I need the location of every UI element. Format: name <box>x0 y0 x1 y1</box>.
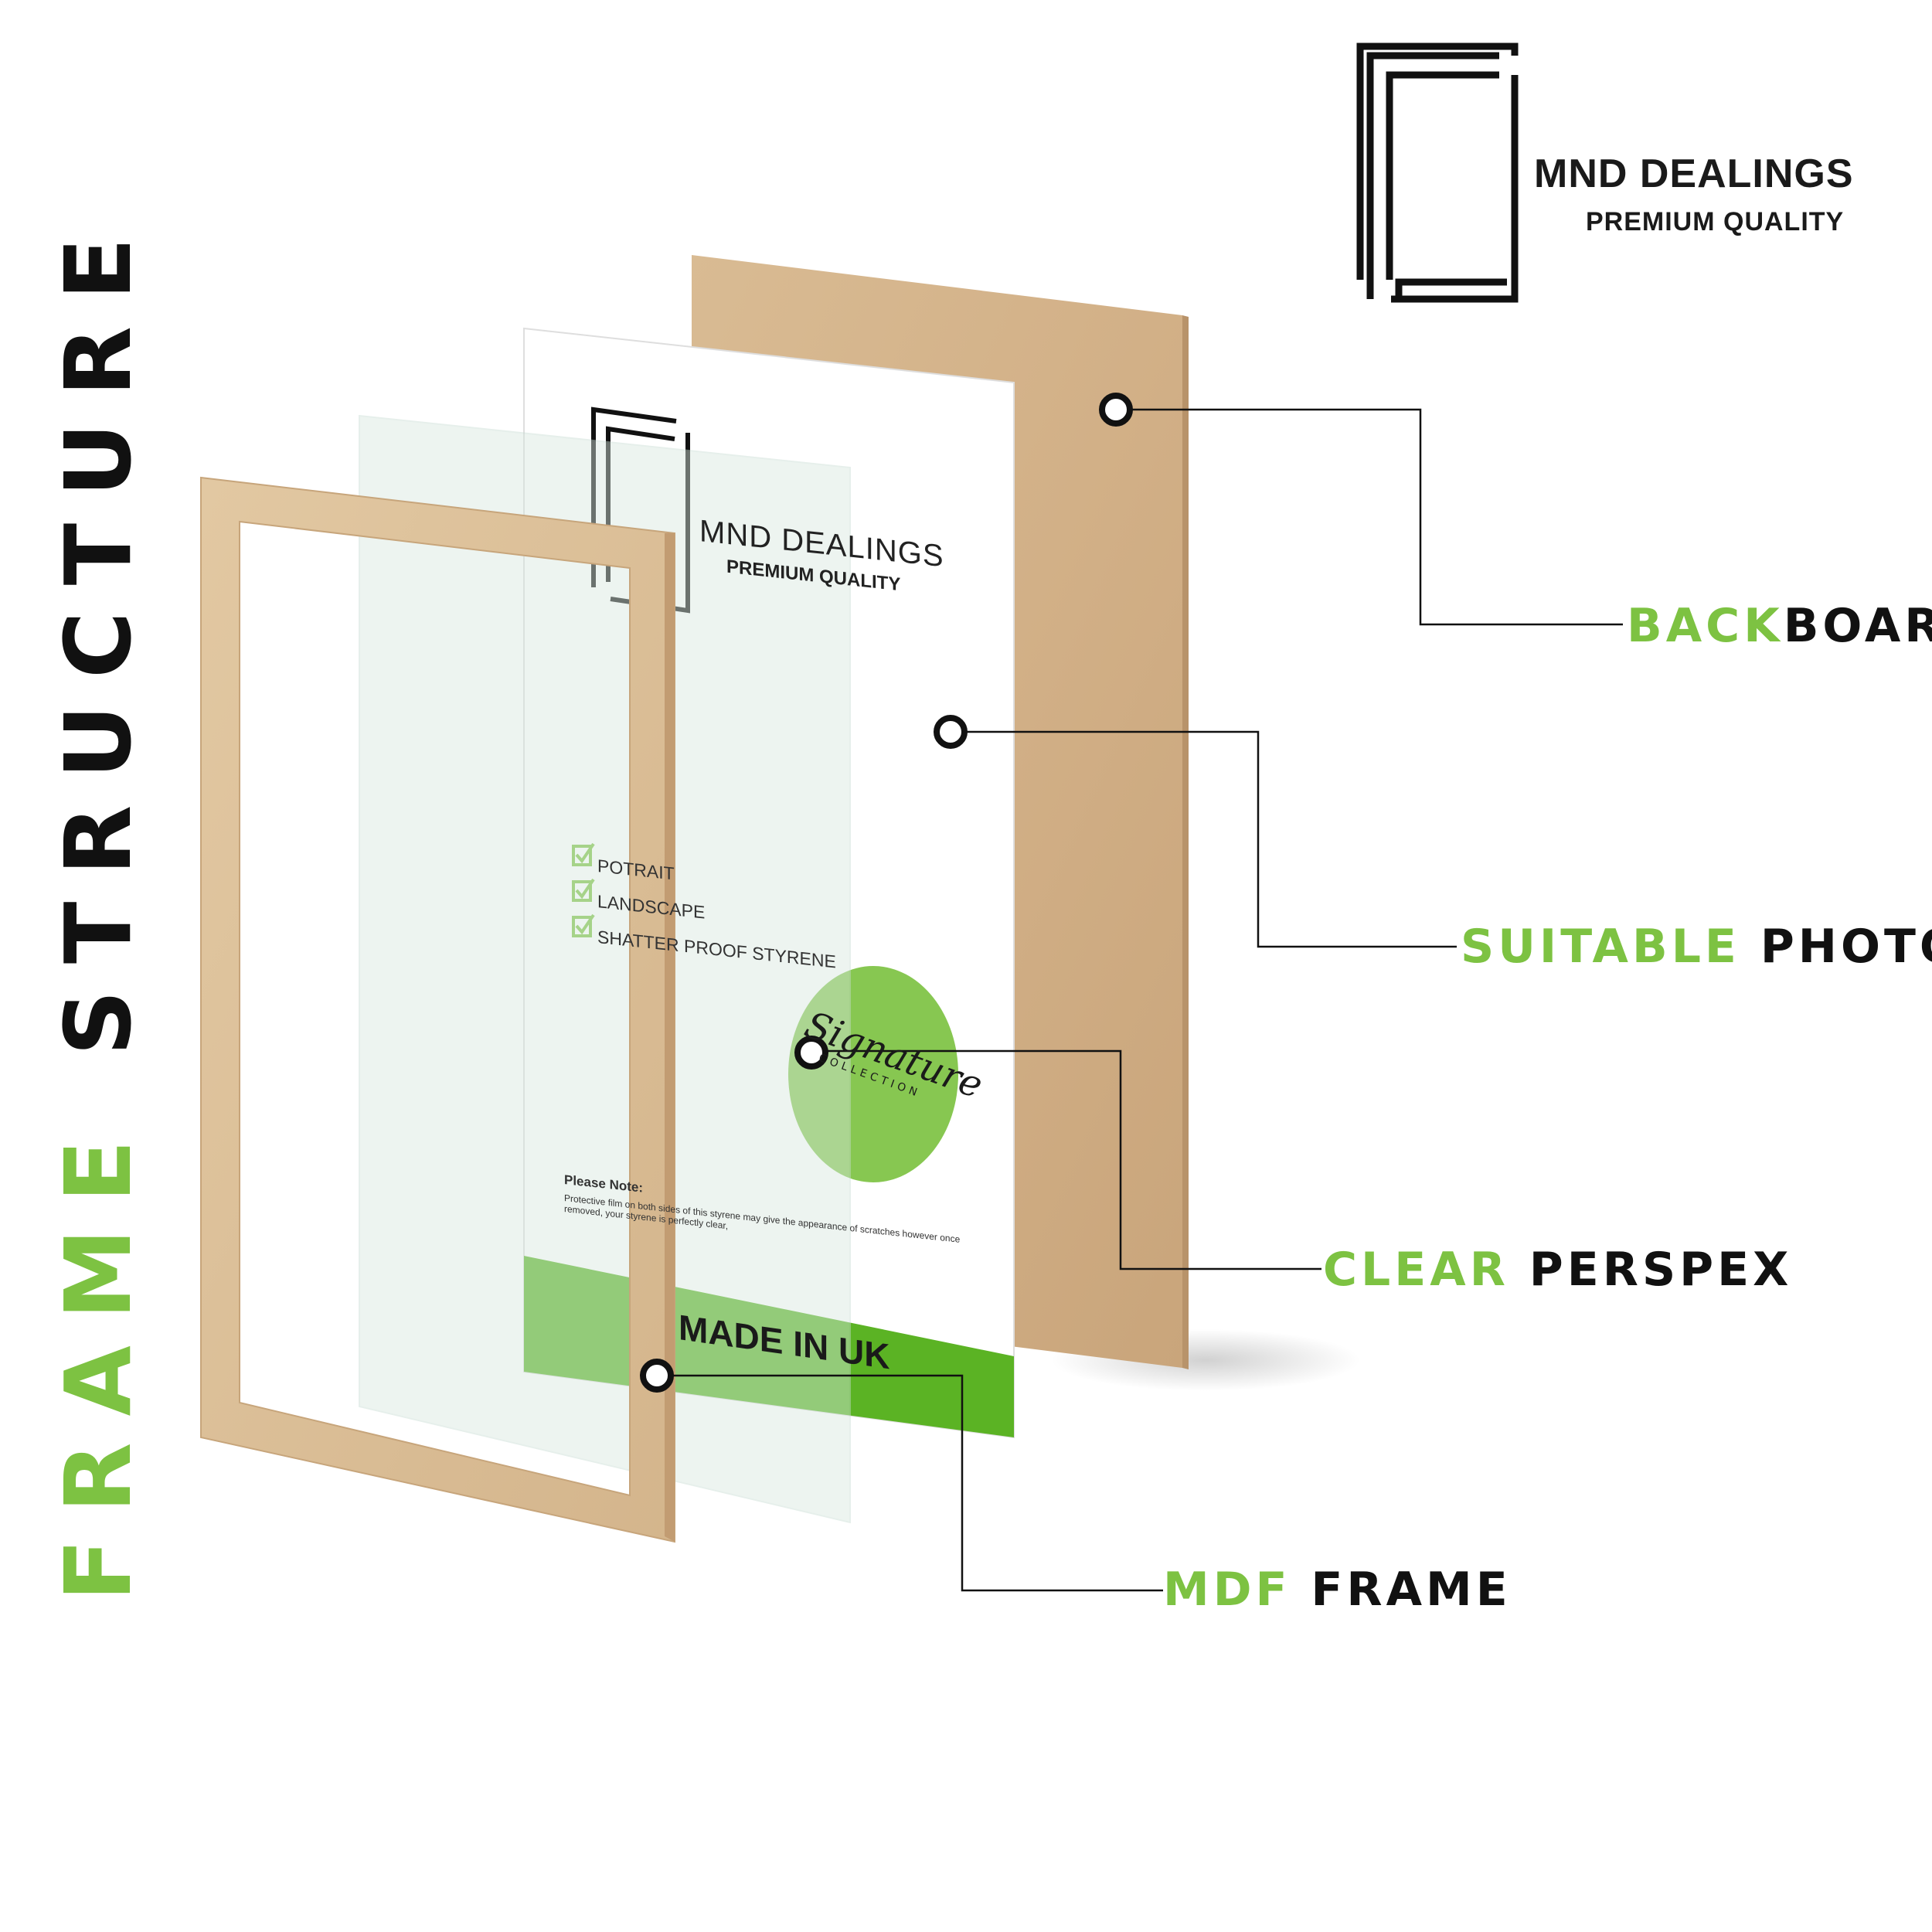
callout-mdf-frame: MDF FRAME <box>1163 1563 1512 1617</box>
feature-checkboxes <box>572 842 595 937</box>
callout-backboard-highlight: BACK <box>1627 599 1784 653</box>
brand-tagline: PREMIUM QUALITY <box>1586 207 1845 236</box>
callout-photo-highlight: SUITABLE <box>1461 920 1740 974</box>
mdf-frame <box>200 476 675 1543</box>
callout-lines <box>657 408 1623 1592</box>
callout-photo-rest: PHOTO <box>1760 920 1932 974</box>
callout-backboard: BACKBOARD <box>1627 599 1932 653</box>
callout-clear-perspex: CLEAR PERSPEX <box>1323 1243 1792 1297</box>
callout-perspex-highlight: CLEAR <box>1323 1243 1509 1297</box>
clear-perspex <box>359 414 851 1524</box>
backboard-edge <box>1182 315 1189 1369</box>
callout-frame-rest: FRAME <box>1311 1563 1512 1617</box>
callout-frame-highlight: MDF <box>1163 1563 1291 1617</box>
callout-markers <box>640 393 1133 1393</box>
callout-perspex-rest: PERSPEX <box>1529 1243 1793 1297</box>
brand-name: MND DEALINGS <box>1534 151 1854 196</box>
callout-suitable-photo: SUITABLE PHOTO <box>1461 920 1932 974</box>
signature-badge <box>788 966 958 1182</box>
callout-backboard-rest: BOARD <box>1783 599 1932 653</box>
